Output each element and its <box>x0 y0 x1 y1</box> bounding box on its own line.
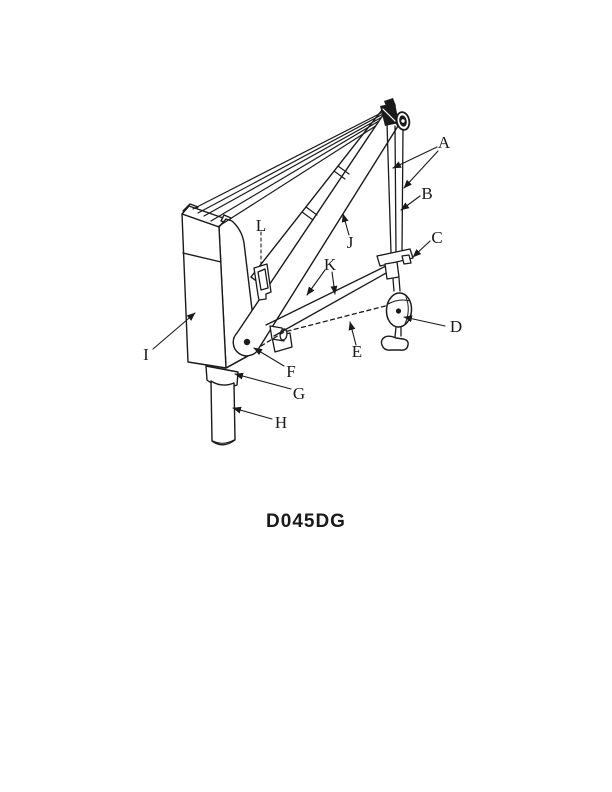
leader-c <box>412 240 431 258</box>
hoist-cable <box>203 115 385 217</box>
figure-caption: D045DG <box>266 511 346 532</box>
tie-rod-upper <box>265 265 387 326</box>
arm-right-edge <box>401 128 404 254</box>
callout-g: G <box>293 384 305 403</box>
load-line-dashed <box>260 304 390 347</box>
leader-a-lower <box>403 150 439 189</box>
clamp-nut <box>401 254 412 265</box>
callout-l: L <box>256 216 266 235</box>
hoist-cable <box>197 113 384 214</box>
block-seam <box>387 299 411 305</box>
hoist-cables <box>192 111 386 227</box>
leader-e <box>348 321 357 346</box>
bracket-inner-line <box>257 268 269 291</box>
housing-seam-line <box>182 252 222 263</box>
leader-f <box>253 347 285 367</box>
callout-d: D <box>450 317 462 336</box>
keeper-bracket <box>253 263 272 301</box>
callout-c: C <box>431 228 442 247</box>
arm-middle-line <box>394 125 397 254</box>
callout-b: B <box>421 184 432 203</box>
lacing-strut <box>333 170 346 180</box>
boom-lacing-struts <box>301 165 350 221</box>
tie-rods <box>265 265 389 337</box>
boom-pivot-dot <box>243 338 251 346</box>
leader-d <box>403 315 446 327</box>
block-pin-dot <box>395 308 402 314</box>
post-bottom-arc <box>212 439 235 444</box>
lacing-strut <box>305 206 318 216</box>
leader-g <box>234 372 292 390</box>
boom-truss-chord <box>250 109 383 278</box>
lacing-strut <box>301 211 314 221</box>
lacing-strut <box>337 165 350 175</box>
callout-f: F <box>286 362 295 381</box>
callout-a: A <box>438 133 451 152</box>
pendant-right <box>398 277 401 292</box>
hook-block <box>380 292 413 351</box>
leader-j <box>341 213 350 236</box>
arm-left-edge <box>386 122 392 254</box>
callout-labels: A B C D E F G H I J K L <box>143 133 462 432</box>
leader-k-right <box>330 271 338 295</box>
hoist-cable <box>218 119 386 227</box>
post-cylinder <box>210 380 236 446</box>
callout-i: I <box>143 345 149 364</box>
suspension-arm <box>386 122 404 254</box>
clamp-flange <box>376 248 414 267</box>
housing-front-face <box>181 213 227 369</box>
pendant-left <box>392 278 395 292</box>
hoist-cable <box>192 111 384 210</box>
hoist-cable <box>210 117 385 222</box>
callout-e: E <box>352 342 362 361</box>
clamp-tab <box>384 261 400 280</box>
callout-h: H <box>275 413 287 432</box>
callout-j: J <box>347 233 354 252</box>
cargo-hook <box>380 335 409 351</box>
leader-a-upper <box>392 146 438 169</box>
leader-k-left <box>306 269 326 296</box>
tie-rod-lower <box>273 271 389 337</box>
callout-k: K <box>324 255 337 274</box>
pendant-link <box>392 277 401 292</box>
clamp-fitting <box>376 248 414 280</box>
leader-lines <box>152 146 446 420</box>
leader-b <box>400 195 421 211</box>
rod-anchor-lug <box>269 325 293 353</box>
hook-stem-left <box>394 326 397 338</box>
leader-h <box>232 406 273 420</box>
head-bracket-highlight <box>382 108 396 122</box>
leader-i <box>152 312 196 350</box>
pulley-hub <box>401 119 405 123</box>
sheave-head <box>380 98 411 131</box>
support-post <box>205 365 239 446</box>
